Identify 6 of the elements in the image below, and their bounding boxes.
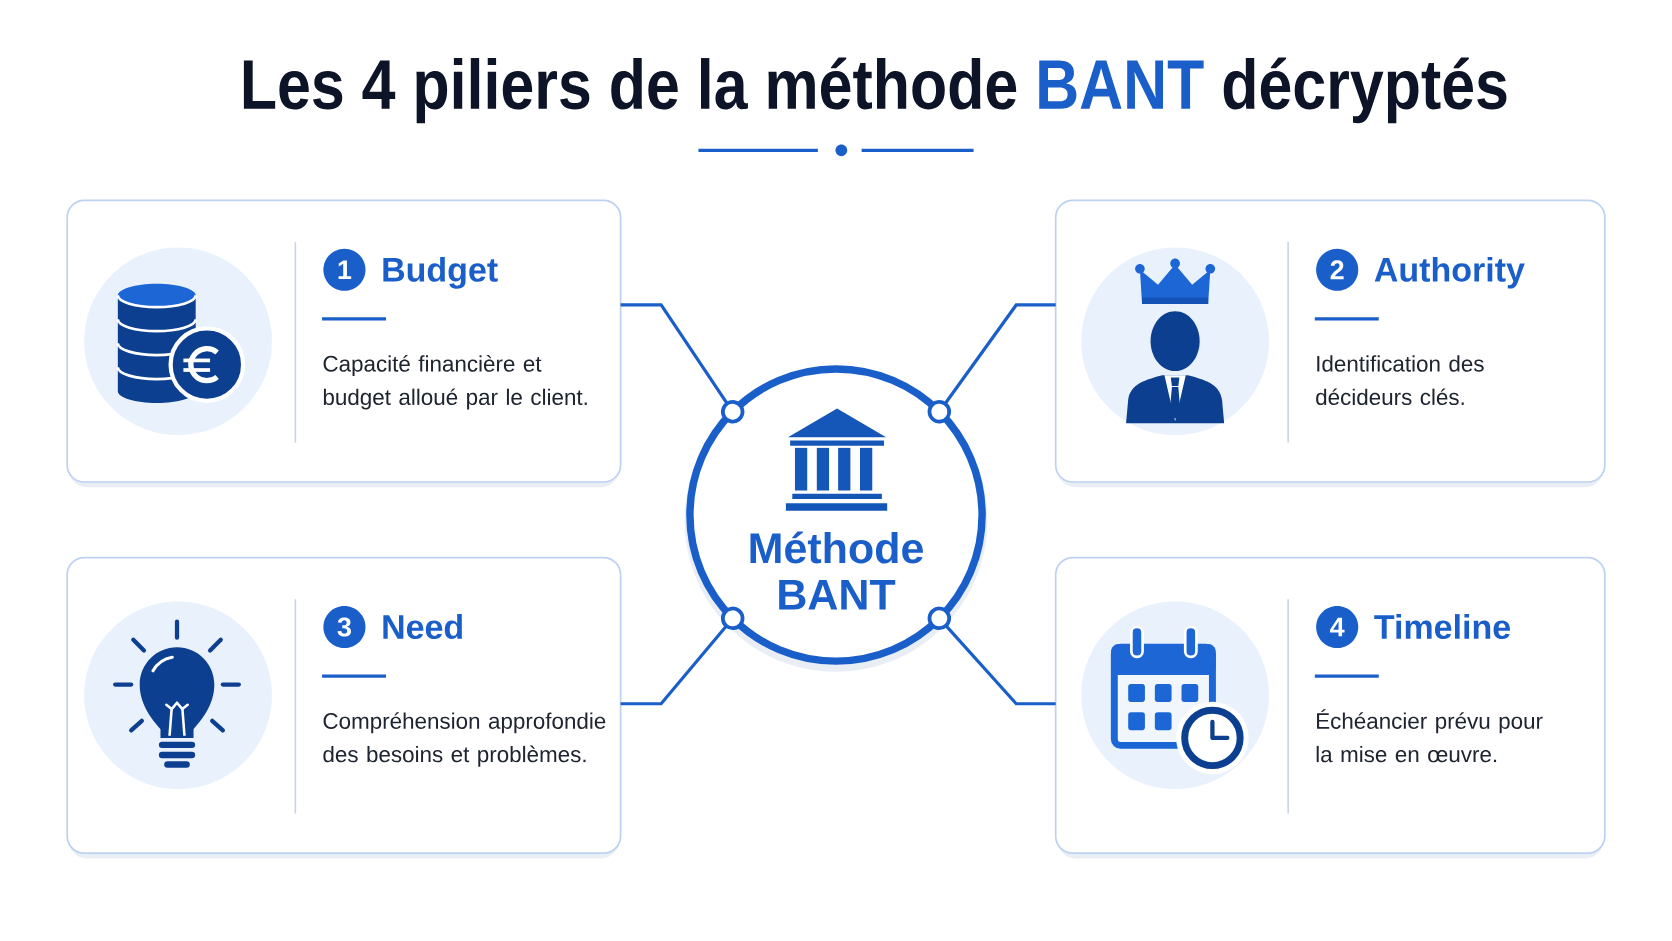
title: Les 4 piliers de la méthode BANT décryptés bbox=[243, 57, 1507, 124]
connector-line bbox=[927, 606, 1056, 706]
connector-line bbox=[620, 606, 745, 706]
center-label: Méthode BANT bbox=[750, 531, 923, 610]
connector-line bbox=[620, 303, 745, 424]
connector-line bbox=[927, 303, 1056, 424]
